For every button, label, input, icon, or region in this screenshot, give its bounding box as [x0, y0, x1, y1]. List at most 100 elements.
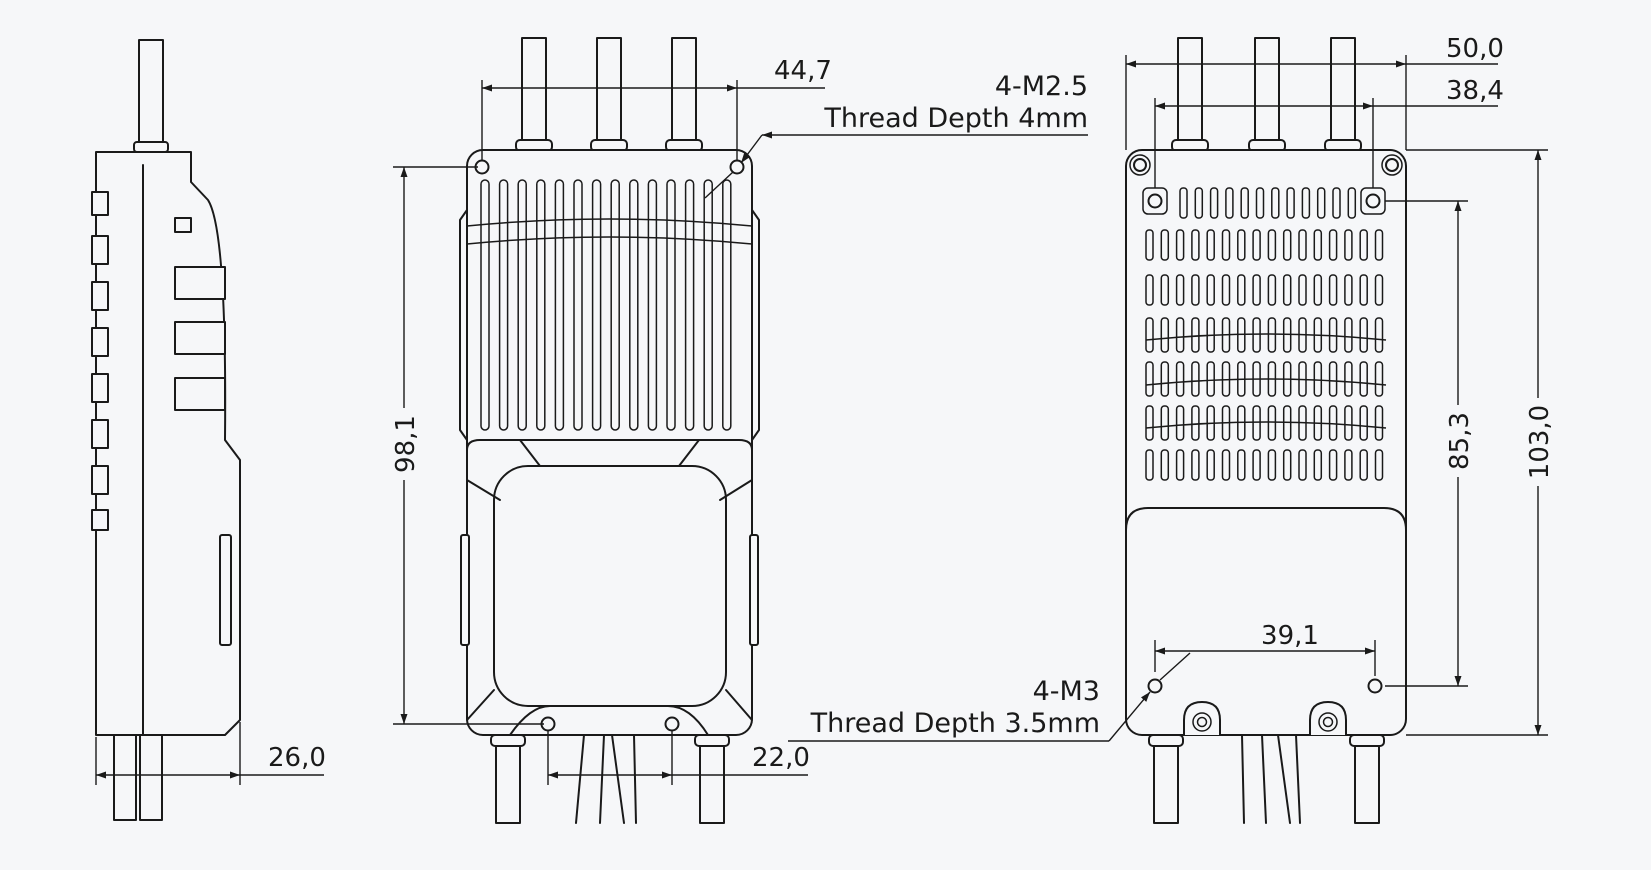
back-slot-top [1301, 187, 1311, 219]
back-slot-top [1347, 187, 1357, 219]
back-slot-top [1286, 187, 1295, 219]
back-slot-top [1332, 187, 1341, 219]
back-slot [1359, 449, 1368, 481]
front-fin-slot [703, 179, 713, 431]
side-cable-bottom-2 [139, 734, 163, 821]
front-fin-slot [554, 179, 565, 431]
back-top-cable-1 [1177, 37, 1203, 147]
back-slot-wide [1191, 317, 1200, 353]
back-vent-slots [1145, 187, 1387, 481]
dim-back-width: 50,0 [1446, 34, 1504, 64]
dim-back-top-spacing: 38,4 [1446, 76, 1504, 106]
side-body-outline [95, 151, 241, 736]
back-hole-bottom-left [1147, 678, 1163, 694]
back-slot-wide [1175, 361, 1185, 397]
front-top-cable-2 [596, 37, 622, 147]
side-heatsink-tab [174, 217, 192, 233]
front-bottom-cable-1 [495, 734, 521, 824]
back-slot [1191, 274, 1200, 306]
dim-front-height: 98,1 [391, 415, 421, 473]
back-slot-wide [1160, 361, 1170, 397]
dim-side-thickness: 26,0 [268, 743, 326, 773]
back-slot-wide [1374, 361, 1384, 397]
front-fin-slot [536, 179, 546, 431]
back-slot [1267, 449, 1277, 481]
back-slot-wide [1160, 405, 1170, 441]
back-slot [1175, 449, 1185, 481]
back-slot [1175, 274, 1185, 306]
front-fin-slot [573, 179, 583, 431]
back-top-cable-3 [1330, 37, 1356, 147]
back-slot-wide [1313, 361, 1323, 397]
back-slot-crossline [1145, 333, 1387, 341]
front-hole-bottom-right [664, 716, 680, 732]
back-slot-wide [1175, 405, 1185, 441]
front-fin-slot [666, 179, 676, 431]
front-fin-slot [517, 179, 527, 431]
back-slot [1298, 449, 1307, 481]
back-slot [1206, 229, 1215, 261]
dim-back-height: 103,0 [1525, 405, 1555, 479]
back-slot-crossline [1145, 378, 1387, 386]
front-top-cable-1 [521, 37, 547, 147]
side-top-cable [138, 39, 164, 146]
back-bottom-cable-1 [1153, 734, 1179, 824]
back-slot [1313, 449, 1323, 481]
back-slot [1282, 274, 1292, 306]
back-slot [1221, 229, 1231, 261]
back-hole-top-right [1365, 193, 1381, 209]
back-slot-wide [1344, 317, 1353, 353]
front-fin-slot [647, 179, 658, 431]
back-slot-wide [1374, 405, 1384, 441]
side-cable-bottom-1 [113, 734, 137, 821]
back-slot [1344, 229, 1353, 261]
side-rib [219, 534, 232, 646]
back-slot-wide [1145, 317, 1154, 353]
back-slot-wide [1344, 361, 1353, 397]
back-slot-wide [1252, 405, 1261, 441]
back-slot [1328, 449, 1338, 481]
back-slot [1221, 274, 1231, 306]
front-fin-slot [498, 179, 509, 431]
back-slot-wide [1252, 317, 1261, 353]
front-thread-depth: Thread Depth 4mm [823, 103, 1088, 134]
back-slot-crossline [1145, 421, 1387, 429]
back-cable-tab-left [1183, 701, 1221, 735]
back-slot [1145, 274, 1154, 306]
back-slot-wide [1191, 405, 1200, 441]
back-slot-wide [1206, 361, 1215, 397]
back-corner-hole-right [1385, 158, 1399, 172]
back-slot [1313, 274, 1323, 306]
front-thread-label: 4-M2.5 [995, 71, 1088, 102]
back-hole-bottom-right [1367, 678, 1383, 694]
front-fin-crossline [466, 218, 753, 227]
back-slot-wide [1359, 317, 1368, 353]
back-slot [1191, 229, 1200, 261]
front-fin-slot [591, 179, 602, 431]
front-top-cable-3 [671, 37, 697, 147]
back-lower-panel [1125, 507, 1407, 531]
back-slot-top [1179, 187, 1188, 219]
back-slot [1267, 229, 1277, 261]
back-slot-wide [1191, 361, 1200, 397]
back-slot-top [1255, 187, 1265, 219]
front-fin-slot [684, 179, 695, 431]
back-slot [1237, 449, 1246, 481]
back-hole-top-left [1147, 193, 1163, 209]
back-top-cable-2 [1254, 37, 1280, 147]
back-slot-top [1316, 187, 1326, 219]
dim-back-bottom-spacing: 39,1 [1261, 621, 1319, 651]
back-slot [1374, 229, 1384, 261]
back-slot [1145, 449, 1154, 481]
back-slot [1344, 449, 1353, 481]
back-thread-depth: Thread Depth 3.5mm [810, 708, 1100, 739]
back-thread-label: 4-M3 [1033, 676, 1100, 707]
back-slot-wide [1145, 361, 1154, 397]
back-slot [1313, 229, 1323, 261]
back-slot-wide [1359, 361, 1368, 397]
back-signal-wires [1241, 734, 1301, 824]
front-cover-outline [466, 439, 753, 451]
front-fin-slot [480, 179, 490, 431]
back-slot [1282, 449, 1292, 481]
back-slot-wide [1160, 317, 1170, 353]
